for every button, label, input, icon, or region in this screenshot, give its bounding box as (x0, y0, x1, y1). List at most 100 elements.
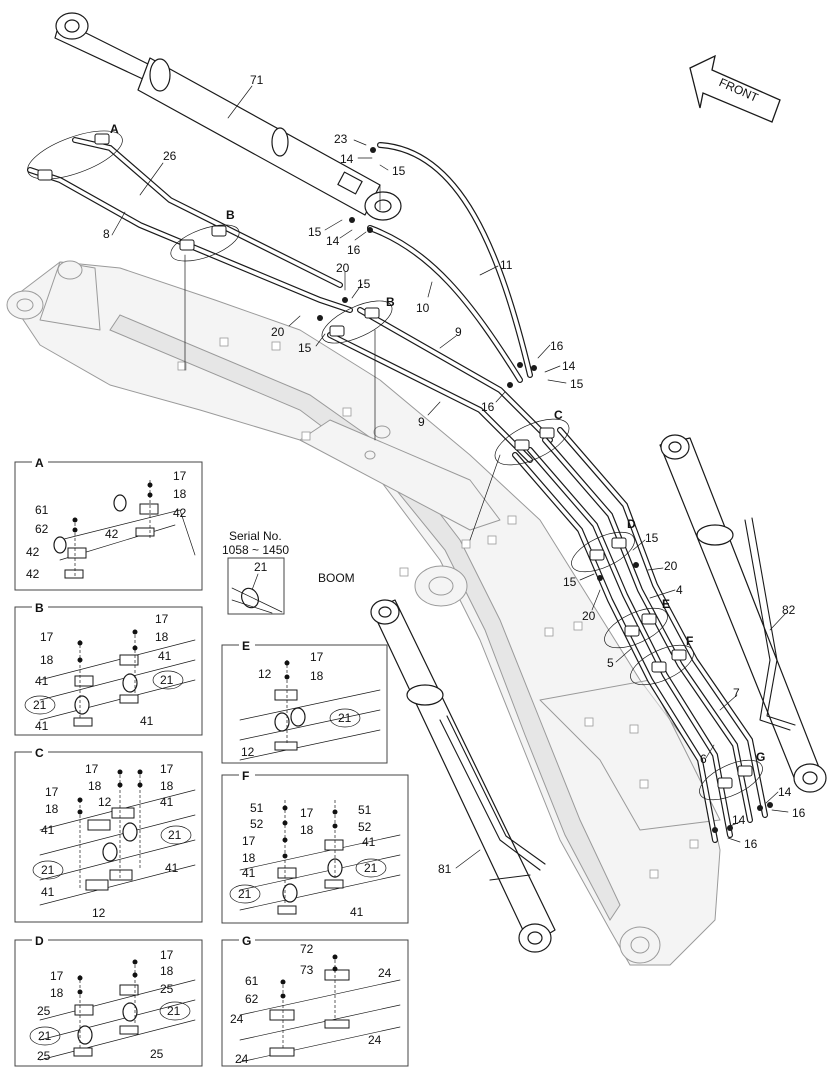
boom-cylinder-left (370, 599, 556, 953)
B-41b: 41 (35, 674, 49, 688)
C-17b: 17 (160, 762, 174, 776)
A-62: 62 (35, 522, 49, 536)
callout-81: 81 (438, 862, 452, 876)
detail-box-A: A 17 18 42 61 62 42 42 42 (14, 455, 203, 591)
callout-15e: 15 (570, 377, 584, 391)
detail-box-D: D 17 18 17 18 25 25 21 21 25 25 (14, 933, 203, 1067)
E-12b: 12 (241, 745, 255, 759)
callout-20d: 20 (582, 609, 596, 623)
callout-16c: 16 (550, 339, 564, 353)
callout-8: 8 (103, 227, 110, 241)
callout-11: 11 (500, 258, 513, 272)
callout-16e: 16 (744, 837, 758, 851)
F-18b: 18 (300, 823, 314, 837)
detail-circles (27, 130, 763, 801)
box-letter-D: D (35, 934, 44, 948)
A-61: 61 (35, 503, 49, 517)
callout-15d: 15 (298, 341, 312, 355)
F-41c: 41 (350, 905, 364, 919)
box-letter-C: C (35, 746, 44, 760)
front-arrow: FRONT (689, 54, 781, 123)
F-41b: 41 (242, 866, 256, 880)
G-24b: 24 (230, 1012, 244, 1026)
G-24a: 24 (378, 966, 392, 980)
serial-title: Serial No. (229, 529, 282, 543)
callout-71: 71 (250, 73, 264, 87)
E-12a: 12 (258, 667, 272, 681)
callout-16b: 16 (481, 400, 495, 414)
A-42c: 42 (26, 545, 40, 559)
callout-14b: 14 (326, 234, 340, 248)
F-52a: 52 (250, 817, 264, 831)
callout-10: 10 (416, 301, 430, 315)
F-18a: 18 (242, 851, 256, 865)
G-61: 61 (245, 974, 259, 988)
serial-box: Serial No. 1058 ~ 1450 21 (222, 529, 289, 615)
detail-box-B: B 17 18 17 18 41 41 21 21 41 41 (14, 600, 203, 736)
arm-cylinder (54, 12, 402, 221)
fittings (317, 147, 773, 833)
letter-F-main: F (686, 634, 693, 648)
box-letter-G: G (242, 934, 251, 948)
B-41a: 41 (158, 649, 172, 663)
B-21a: 21 (160, 673, 174, 687)
callout-9b: 9 (418, 415, 425, 429)
callout-23: 23 (334, 132, 348, 146)
G-73: 73 (300, 963, 314, 977)
letter-B-main-2: B (386, 295, 395, 309)
callout-5: 5 (607, 656, 614, 670)
A-18: 18 (173, 487, 187, 501)
D-21b: 21 (38, 1029, 52, 1043)
E-21: 21 (338, 711, 352, 725)
serial-part: 21 (254, 560, 268, 574)
C-21b: 21 (41, 863, 55, 877)
box-letter-F: F (242, 769, 249, 783)
D-18a: 18 (50, 986, 64, 1000)
G-72: 72 (300, 942, 314, 956)
D-25c: 25 (37, 1049, 51, 1063)
serial-range: 1058 ~ 1450 (222, 543, 289, 557)
B-21b: 21 (33, 698, 47, 712)
E-18: 18 (310, 669, 324, 683)
F-41a: 41 (362, 835, 376, 849)
C-18c: 18 (45, 802, 59, 816)
callout-7: 7 (733, 686, 740, 700)
F-51b: 51 (358, 803, 372, 817)
callout-15c: 15 (357, 277, 371, 291)
A-42a: 42 (173, 506, 187, 520)
callout-26: 26 (163, 149, 177, 163)
D-25d: 25 (150, 1047, 164, 1061)
A-17: 17 (173, 469, 187, 483)
F-17a: 17 (242, 834, 256, 848)
callout-16a: 16 (347, 243, 361, 257)
B-41c: 41 (35, 719, 49, 733)
letter-B-main-1: B (226, 208, 235, 222)
A-42b: 42 (105, 527, 119, 541)
F-21b: 21 (238, 887, 252, 901)
D-25b: 25 (37, 1004, 51, 1018)
B-18a: 18 (40, 653, 54, 667)
letter-C-main: C (554, 408, 563, 422)
detail-box-E: E 17 18 12 21 12 (221, 638, 388, 764)
C-41a: 41 (160, 795, 174, 809)
callout-15a: 15 (392, 164, 406, 178)
boom-body (6, 260, 721, 966)
pipe-clamps (37, 133, 753, 789)
C-41b: 41 (41, 823, 55, 837)
callout-14d: 14 (778, 785, 792, 799)
detail-box-G: G 72 73 24 61 62 24 24 24 (221, 933, 409, 1067)
F-21a: 21 (364, 861, 378, 875)
C-12b: 12 (92, 906, 106, 920)
A-42d: 42 (26, 567, 40, 581)
F-51a: 51 (250, 801, 264, 815)
F-52b: 52 (358, 820, 372, 834)
callout-20a: 20 (336, 261, 350, 275)
C-41d: 41 (41, 885, 55, 899)
callout-15g: 15 (563, 575, 577, 589)
B-17b: 17 (155, 612, 169, 626)
main-detail-letters: A B B C D E F G (110, 122, 765, 764)
callout-9a: 9 (455, 325, 462, 339)
hydraulic-pipes (27, 137, 796, 871)
callout-leaders (111, 85, 789, 869)
